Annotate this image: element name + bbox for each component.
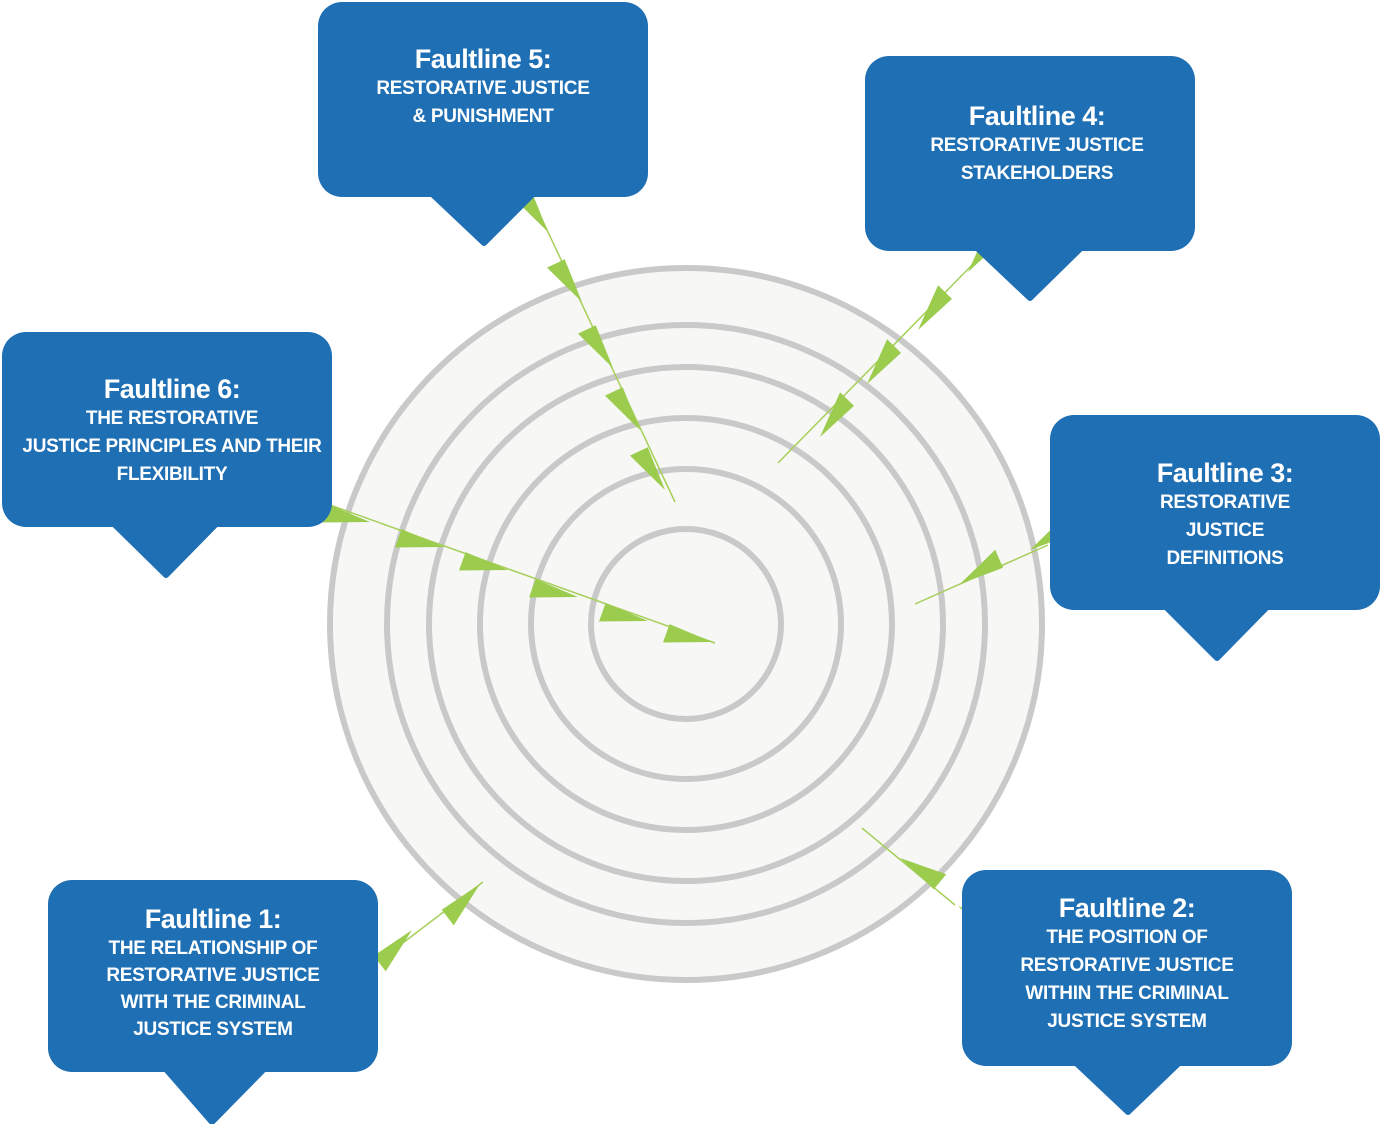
arrowhead (441, 884, 480, 926)
callout-title: Faultline 6: (104, 374, 241, 404)
arrow-guide-line (329, 504, 716, 644)
callout-description-line: WITH THE CRIMINAL (121, 992, 307, 1013)
ring-5 (384, 322, 988, 926)
callout-box (865, 56, 1195, 251)
callout-pointer (1162, 603, 1271, 661)
callout-pointer (109, 519, 221, 578)
callout-description-line: JUSTICE SYSTEM (1047, 1011, 1206, 1032)
callout-description-line: RESTORATIVE JUSTICE (1020, 955, 1233, 976)
callout-description-line: RESTORATIVE (1160, 492, 1290, 513)
arrows-faultline-5 (513, 189, 676, 503)
callout-description-line: JUSTICE PRINCIPLES AND THEIR (22, 436, 322, 457)
ring-1 (588, 526, 784, 722)
callout-description-line: JUSTICE (1186, 520, 1264, 541)
arrowhead (547, 259, 582, 302)
callout-title: Faultline 1: (145, 904, 282, 934)
arrowhead (900, 858, 947, 890)
ring-3 (477, 415, 895, 833)
callout-box (1050, 415, 1380, 610)
arrows-faultline-6 (321, 504, 716, 644)
callout-pointer (1072, 1059, 1183, 1115)
callout-description-line: WITHIN THE CRIMINAL (1025, 983, 1229, 1004)
callout-description-line: THE RESTORATIVE (86, 408, 258, 429)
arrows-faultline-1 (373, 881, 484, 972)
callout-description-line: RESTORATIVE JUSTICE (106, 965, 319, 986)
callout-description-line: RESTORATIVE JUSTICE (930, 135, 1143, 156)
callout-description-line: RESTORATIVE JUSTICE (376, 78, 589, 99)
arrowhead (867, 339, 901, 384)
callout-box (2, 332, 332, 527)
arrowhead (960, 549, 1004, 584)
arrowhead (373, 930, 412, 972)
callout-title: Faultline 2: (1059, 893, 1196, 923)
callout-faultline-5: Faultline 5: RESTORATIVE JUSTICE & PUNISHM… (318, 2, 648, 246)
arrowhead (321, 504, 370, 523)
callout-description-line: DEFINITIONS (1166, 548, 1283, 569)
callout-description-line: THE POSITION OF (1046, 927, 1207, 948)
arrowhead (578, 325, 613, 368)
target-background (330, 268, 1042, 980)
arrowhead (918, 285, 952, 330)
callout-faultline-4: Faultline 4: RESTORATIVE JUSTICE STAKEHOLD… (865, 56, 1195, 301)
callout-description-line: JUSTICE SYSTEM (133, 1019, 292, 1040)
callout-box (318, 2, 648, 197)
callout-faultline-6: Faultline 6: THE RESTORATIVE JUSTICE PRINC… (2, 332, 332, 578)
target-rings (327, 265, 1045, 983)
callout-box (48, 880, 378, 1072)
ring-4 (426, 364, 946, 884)
callout-faultline-2: Faultline 2: THE POSITION OF RESTORATIVE J… (962, 870, 1292, 1115)
callout-title: Faultline 4: (969, 101, 1106, 131)
arrowhead (599, 603, 648, 622)
callout-box (962, 870, 1292, 1066)
arrowhead (605, 387, 640, 430)
arrowhead (529, 579, 578, 598)
callout-description-line: FLEXIBILITY (117, 464, 228, 485)
arrowhead (820, 392, 854, 437)
arrowhead (395, 529, 444, 548)
callout-description-line: & PUNISHMENT (412, 106, 554, 127)
callout-title: Faultline 3: (1157, 458, 1294, 488)
callout-title: Faultline 5: (415, 44, 552, 74)
callout-description-line: THE RELATIONSHIP OF (109, 938, 318, 959)
arrowhead (630, 447, 665, 490)
arrowhead (663, 624, 712, 643)
callout-description-line: STAKEHOLDERS (961, 163, 1113, 184)
callout-pointer (162, 1065, 268, 1124)
ring-6 (327, 265, 1045, 983)
callout-pointer (972, 243, 1086, 301)
callout-pointer (427, 189, 538, 246)
arrowhead (459, 552, 508, 571)
callout-faultline-3: Faultline 3: RESTORATIVE JUSTICE DEFINITION… (1050, 415, 1380, 661)
callout-faultline-1: Faultline 1: THE RELATIONSHIP OF RESTORATI… (48, 880, 378, 1124)
ring-2 (528, 466, 844, 782)
arrow-guide-line (861, 827, 956, 906)
